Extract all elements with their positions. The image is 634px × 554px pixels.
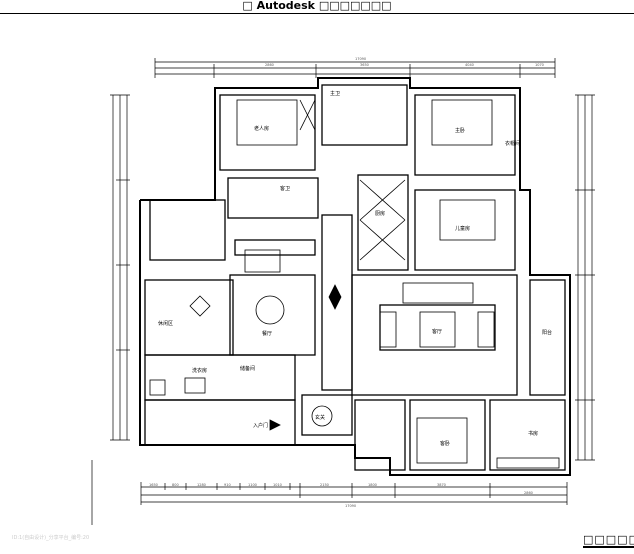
label-laundry: 洗衣房 (192, 367, 207, 374)
label-living-room: 客厅 (432, 328, 442, 335)
dim-bottom-9: 3870 (437, 483, 446, 487)
dim-top-4: 1070 (535, 63, 544, 67)
dim-bottom-total: 17090 (345, 504, 356, 508)
dim-bottom-4: 910 (224, 483, 231, 487)
watermark: ID:1(自由设计)_分享平台_编号:20 (12, 535, 90, 541)
label-foyer: 玄关 (315, 414, 325, 421)
label-master-bath: 主卫 (330, 90, 340, 97)
dim-top-total: 17090 (355, 57, 366, 61)
top-dimensions (154, 58, 556, 78)
bottom-dimensions (140, 482, 568, 505)
dim-top-2: 3650 (360, 63, 369, 67)
dim-bottom-3: 1280 (197, 483, 206, 487)
label-master-bedroom: 主卧 (455, 127, 465, 134)
label-elder-room: 老人房 (254, 125, 269, 132)
dim-bottom-7: 2150 (320, 483, 329, 487)
label-guest-bath: 客卫 (280, 185, 290, 192)
furniture (149, 99, 560, 469)
label-cloakroom: 衣帽间 (505, 140, 520, 147)
window-title: □ Autodesk □□□□□□□ (242, 0, 392, 12)
title-divider (0, 13, 634, 14)
dim-bottom-8: 1800 (368, 483, 377, 487)
label-child-room: 儿童房 (455, 225, 470, 232)
drawing-stamp: □□□□□ (583, 533, 634, 548)
dim-top-3: 4040 (465, 63, 474, 67)
label-dining: 餐厅 (262, 330, 272, 337)
dim-bottom-2: 800 (172, 483, 179, 487)
dim-bottom-6: 1010 (273, 483, 282, 487)
dim-bottom-10: 2860 (524, 491, 533, 495)
label-study: 书房 (528, 430, 538, 437)
side-dimensions (91, 94, 595, 525)
label-entrance: 入户门 (253, 422, 268, 429)
label-kitchen: 厨房 (375, 210, 385, 217)
dim-bottom-5: 1100 (248, 483, 257, 487)
interior-walls (144, 84, 566, 471)
dim-bottom-1: 1650 (149, 483, 158, 487)
label-balcony: 阳台 (542, 329, 552, 336)
dim-top-1: 2860 (265, 63, 274, 67)
label-guest-bedroom: 客卧 (440, 440, 450, 447)
label-storage: 储备间 (240, 365, 255, 372)
label-leisure: 休闲区 (158, 320, 173, 327)
